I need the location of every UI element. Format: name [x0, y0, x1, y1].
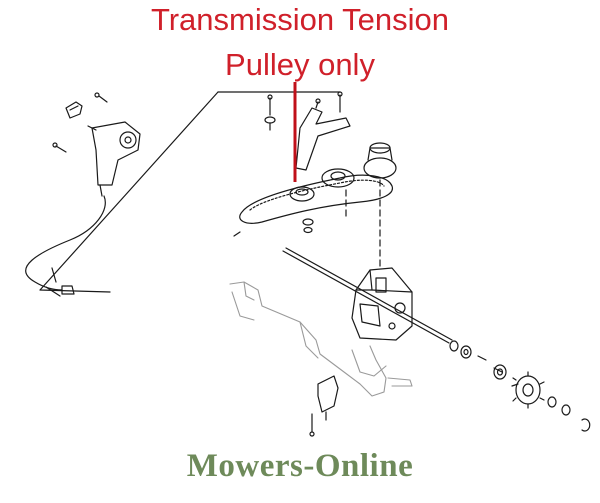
transmission-gearbox-icon — [351, 267, 413, 341]
mowers-online-logo: Mowers-Online — [186, 448, 414, 484]
tension-bracket-icon — [295, 98, 351, 171]
pinion-gear-icon — [512, 371, 545, 409]
bolt-icon — [94, 92, 108, 103]
alignment-dash-lines — [345, 179, 381, 269]
height-bracket-icon — [309, 375, 339, 437]
bolt-icon — [267, 94, 273, 116]
axle-bushing-icon — [493, 364, 507, 380]
control-cable-icon — [25, 195, 106, 297]
bolt-icon — [52, 142, 67, 153]
spacer-icon — [233, 218, 314, 237]
mower-frame-outline — [229, 281, 413, 397]
idler-pulley-icon — [321, 168, 355, 188]
diagram-title-line-2: Pulley only — [225, 47, 375, 82]
transmission-pulley-icon — [363, 142, 397, 179]
washer-icon — [264, 116, 276, 131]
axle-shaft-icon — [282, 247, 453, 344]
diagram-title-line-1: Transmission Tension — [150, 2, 450, 37]
bolt-icon — [337, 91, 343, 113]
gear-washer-icon — [511, 383, 591, 432]
control-clip-icon — [65, 101, 83, 119]
drive-belt-icon — [239, 174, 393, 224]
drive-control-lever-icon — [87, 121, 141, 197]
axle-washer-icon — [449, 340, 472, 359]
callout-frame-lines — [39, 91, 341, 293]
tension-pulley-icon — [289, 186, 315, 202]
